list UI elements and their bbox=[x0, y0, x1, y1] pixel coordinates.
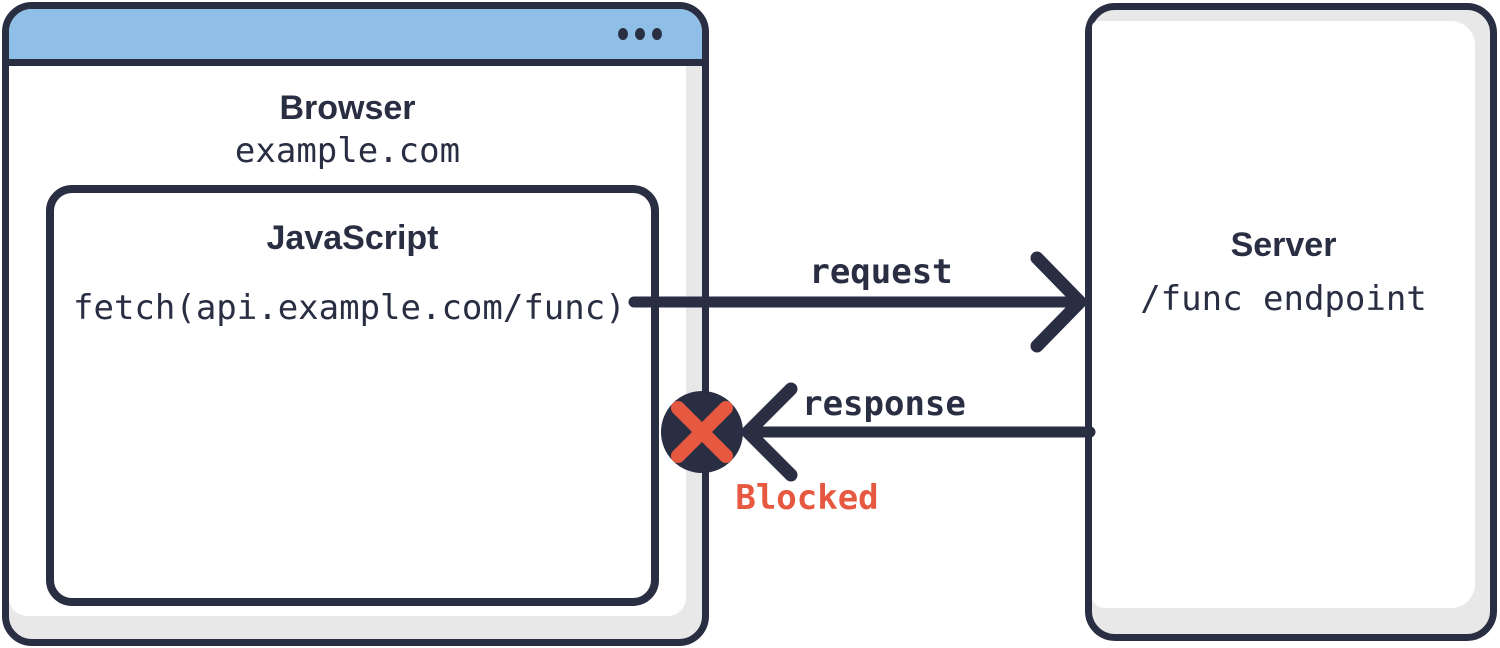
request-label: request bbox=[809, 252, 953, 292]
javascript-box: JavaScript fetch(api.example.com/func) bbox=[46, 185, 659, 606]
window-dot-green-icon bbox=[652, 28, 662, 40]
browser-title: Browser bbox=[279, 89, 416, 127]
window-dot-purple-icon bbox=[618, 28, 628, 40]
response-label: response bbox=[802, 384, 966, 424]
browser-origin: example.com bbox=[234, 131, 461, 171]
server-title: Server bbox=[1230, 226, 1337, 264]
request-arrowhead-icon bbox=[1030, 251, 1087, 353]
server-box: Server /func endpoint bbox=[1085, 3, 1497, 641]
server-text: Server /func endpoint bbox=[1092, 225, 1475, 319]
server-endpoint: /func endpoint bbox=[1140, 279, 1427, 319]
browser-titlebar bbox=[9, 9, 702, 66]
browser-content: Browser example.com JavaScript fetch(api… bbox=[9, 66, 686, 616]
server-panel: Server /func endpoint bbox=[1092, 21, 1475, 608]
javascript-title: JavaScript bbox=[266, 219, 439, 257]
blocked-label: Blocked bbox=[735, 478, 879, 518]
window-dot-red-icon bbox=[635, 28, 645, 40]
browser-window: Browser example.com JavaScript fetch(api… bbox=[2, 2, 709, 646]
fetch-code: fetch(api.example.com/func) bbox=[73, 288, 626, 328]
